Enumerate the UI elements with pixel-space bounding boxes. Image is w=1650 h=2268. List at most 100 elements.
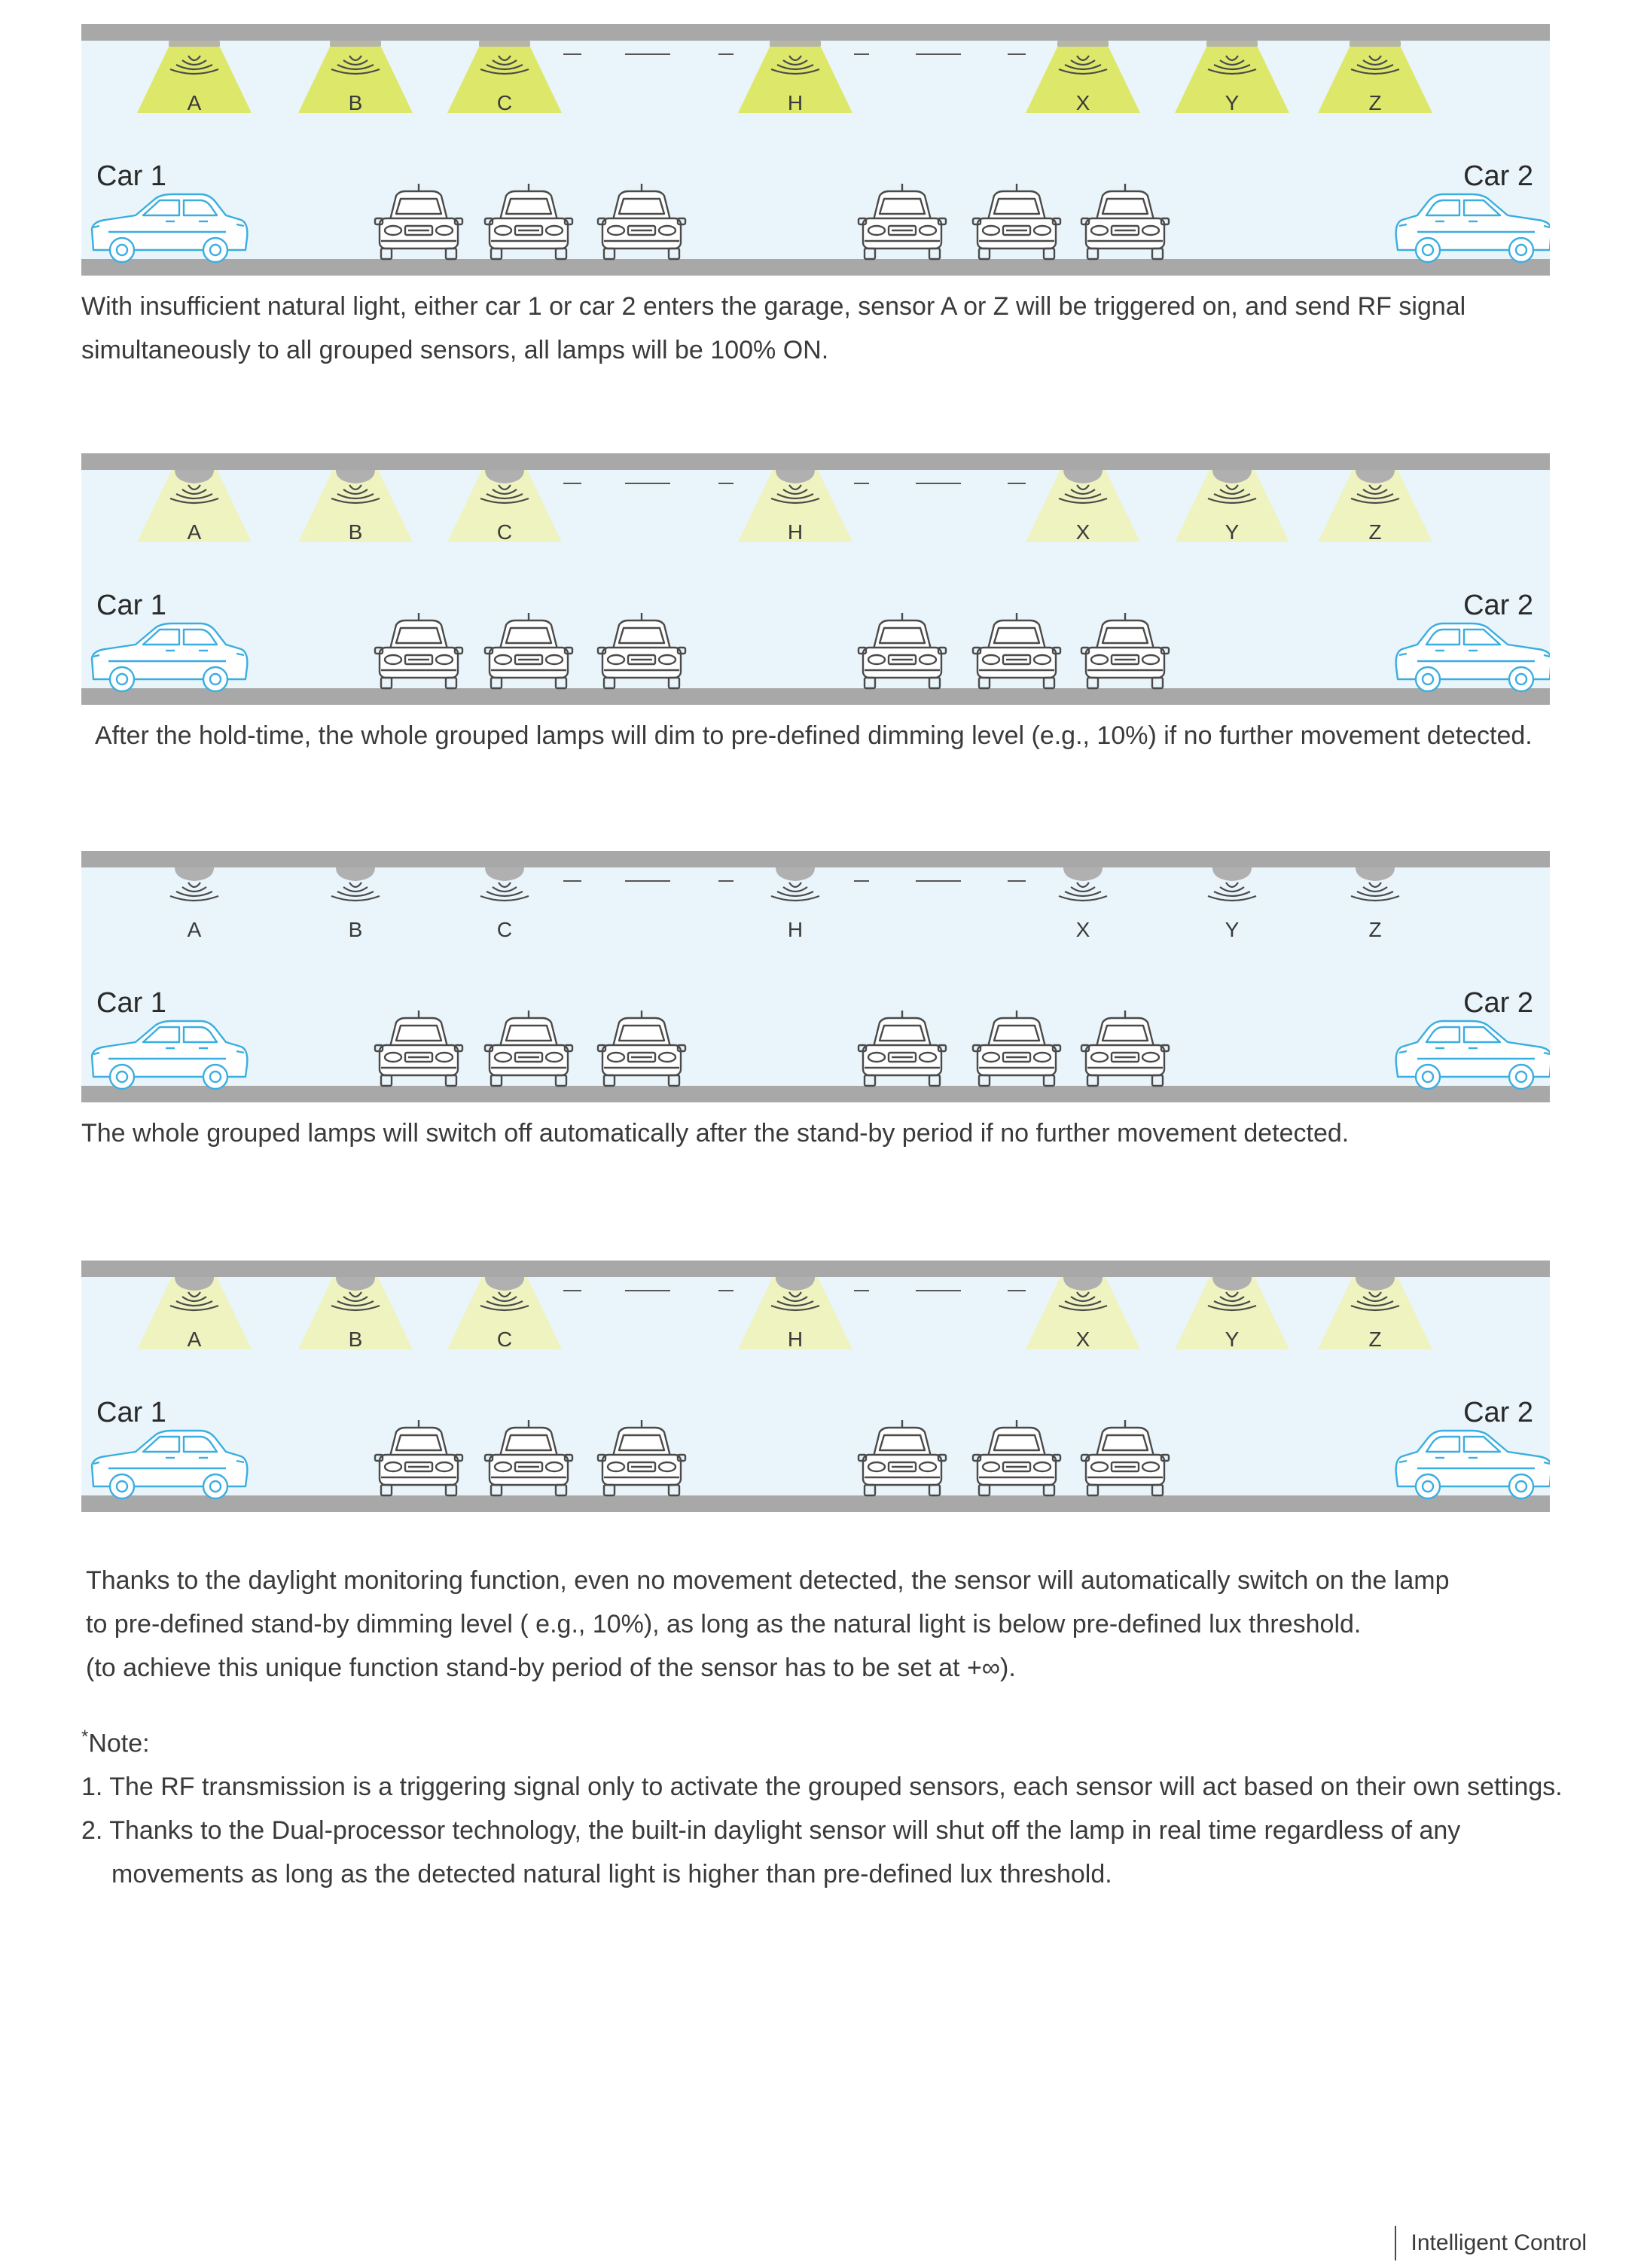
- sensor-label: A: [188, 91, 202, 114]
- sensor-c: C: [447, 1277, 562, 1351]
- sensor-b: B: [331, 867, 380, 941]
- rf-signal-icon: [169, 55, 219, 75]
- scenario-1-description: With insufficient natural light, either …: [81, 292, 1466, 364]
- sensor-label: Y: [1225, 91, 1240, 114]
- parked-car-icon: [483, 1011, 574, 1087]
- parked-car-icon: [1080, 1011, 1170, 1087]
- parked-car-icon: [374, 1420, 464, 1497]
- parked-car-icon: [596, 184, 687, 261]
- light-beam-icon: [738, 470, 852, 542]
- parked-car-icon: [1080, 184, 1170, 261]
- sensor-z: Z: [1350, 867, 1400, 941]
- sensor-label: Z: [1368, 918, 1381, 941]
- sensor-label: H: [788, 1328, 803, 1351]
- scenario-4-description: Thanks to the daylight monitoring functi…: [86, 1566, 1450, 1682]
- parked-car-icon: [857, 1011, 947, 1087]
- sensor-x: X: [1026, 41, 1140, 114]
- light-beam-icon: [1026, 470, 1140, 542]
- lamp-fixture-icon: [485, 1277, 524, 1291]
- footer-section-label: Intelligent Control: [1394, 2226, 1587, 2260]
- parked-car-icon: [857, 613, 947, 690]
- sensor-label: B: [349, 520, 363, 544]
- floor-bar: [81, 1495, 1550, 1512]
- parked-car-icon: [483, 613, 574, 690]
- rf-signal-icon: [1350, 1291, 1400, 1312]
- sensor-z: Z: [1318, 41, 1432, 114]
- lamp-fixture-icon: [336, 1277, 375, 1291]
- sensor-a: A: [137, 470, 252, 544]
- light-beam-icon: [1318, 41, 1432, 113]
- sensor-x: X: [1058, 867, 1108, 941]
- sensor-label: C: [497, 918, 512, 941]
- light-beam-icon: [137, 41, 252, 113]
- rf-signal-icon: [770, 882, 820, 902]
- lamp-fixture-icon: [175, 1277, 214, 1291]
- parked-car-icon: [971, 1420, 1062, 1497]
- parked-car-icon: [857, 1420, 947, 1497]
- sensor-label: X: [1076, 91, 1090, 114]
- rf-signal-icon: [1207, 882, 1257, 902]
- sensor-h: H: [738, 41, 852, 114]
- rf-signal-icon: [770, 484, 820, 505]
- lamp-fixture-icon: [485, 867, 524, 881]
- sensor-label: Y: [1225, 520, 1240, 544]
- lamp-fixture-icon: [1206, 41, 1258, 47]
- sensor-label: X: [1076, 1328, 1090, 1351]
- lamp-fixture-icon: [336, 867, 375, 881]
- parked-car-icon: [596, 1011, 687, 1087]
- light-beam-icon: [137, 470, 252, 542]
- sensor-a: A: [169, 867, 219, 941]
- lamp-fixture-icon: [1356, 867, 1395, 881]
- sensor-label: H: [788, 918, 803, 941]
- rf-signal-icon: [331, 882, 380, 902]
- sensor-label: C: [497, 520, 512, 544]
- light-beam-icon: [738, 1277, 852, 1349]
- rf-signal-icon: [480, 1291, 529, 1312]
- lamp-fixture-icon: [336, 470, 375, 483]
- car-1-label: Car 1: [96, 160, 166, 192]
- note-item-2-continued: movements as long as the detected natura…: [111, 1860, 1112, 1889]
- lamp-fixture-icon: [1063, 470, 1103, 483]
- sensor-label: Z: [1368, 91, 1381, 114]
- car-1-icon: [90, 1020, 249, 1090]
- car-2-label: Car 2: [1463, 987, 1533, 1019]
- sensor-x: X: [1026, 1277, 1140, 1351]
- lamp-fixture-icon: [776, 470, 815, 483]
- lamp-fixture-icon: [770, 41, 821, 47]
- sensor-z: Z: [1318, 470, 1432, 544]
- car-2-icon: [1395, 1020, 1550, 1090]
- rf-signal-icon: [1058, 55, 1108, 75]
- parked-car-icon: [1080, 613, 1170, 690]
- lamp-fixture-icon: [175, 867, 214, 881]
- car-2-icon: [1395, 1429, 1550, 1500]
- rf-signal-icon: [1207, 55, 1257, 75]
- lamp-fixture-icon: [1057, 41, 1109, 47]
- sensor-label: X: [1076, 520, 1090, 544]
- light-beam-icon: [298, 470, 413, 542]
- sensor-y: Y: [1207, 867, 1257, 941]
- light-beam-icon: [1026, 1277, 1140, 1349]
- floor-bar: [81, 259, 1550, 276]
- parked-car-icon: [483, 184, 574, 261]
- sensor-label: C: [497, 1328, 512, 1351]
- light-beam-icon: [298, 1277, 413, 1349]
- car-1-label: Car 1: [96, 590, 166, 621]
- car-1-icon: [90, 193, 249, 264]
- car-1-label: Car 1: [96, 987, 166, 1019]
- lamp-fixture-icon: [485, 470, 524, 483]
- scenario-3-description: The whole grouped lamps will switch off …: [81, 1119, 1350, 1148]
- lamp-fixture-icon: [1356, 1277, 1395, 1291]
- rf-signal-icon: [1058, 882, 1108, 902]
- rf-signal-icon: [1350, 484, 1400, 505]
- parked-car-icon: [857, 184, 947, 261]
- car-1-icon: [90, 622, 249, 693]
- car-2-icon: [1395, 622, 1550, 693]
- parked-car-icon: [483, 1420, 574, 1497]
- sensor-y: Y: [1175, 470, 1289, 544]
- light-beam-icon: [447, 41, 562, 113]
- parked-car-icon: [374, 184, 464, 261]
- light-beam-icon: [447, 470, 562, 542]
- note-section: *Note: 1. The RF transmission is a trigg…: [81, 1715, 1633, 1896]
- sensor-label: B: [349, 91, 363, 114]
